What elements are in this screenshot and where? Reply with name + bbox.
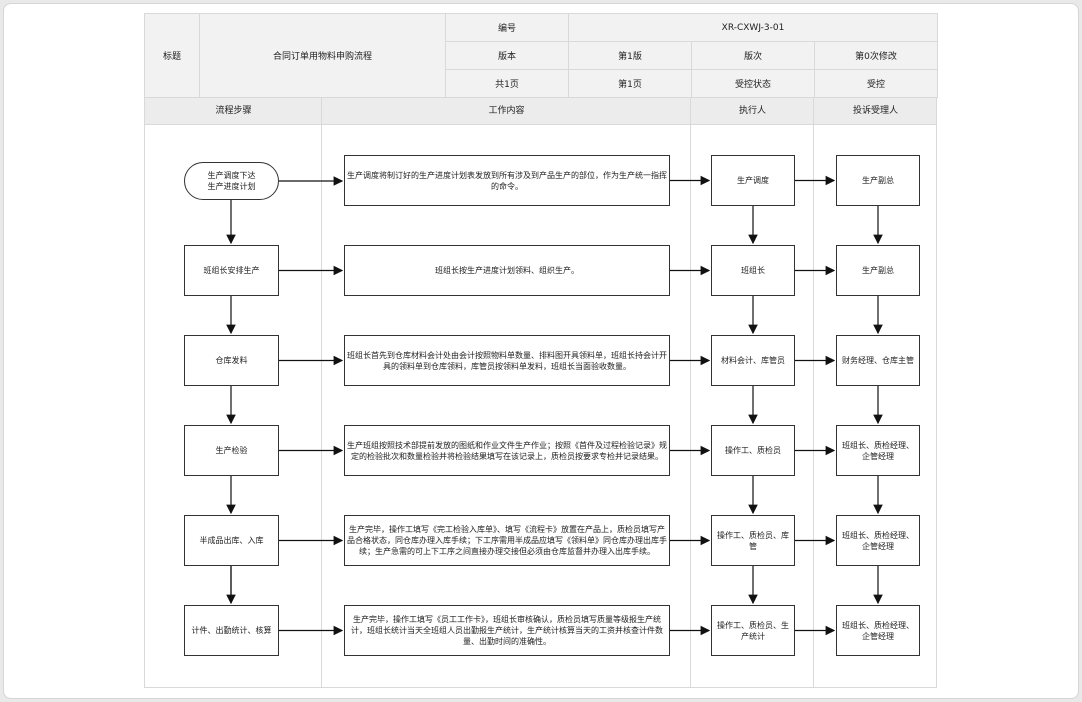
title-label: 标题 [144,13,200,98]
step-box: 半成品出库、入库 [184,515,279,566]
complaint-box: 班组长、质检经理、企管经理 [836,515,920,566]
content-box: 生产完毕，操作工填写《完工检验入库单》、填写《流程卡》放置在产品上，质检员填写产… [344,515,670,566]
complaint-box: 财务经理、仓库主管 [836,335,920,386]
content-box: 班组长按生产进度计划领料、组织生产。 [344,245,670,296]
executor-box: 操作工、质检员 [711,425,795,476]
complaint-box: 生产副总 [836,245,920,296]
executor-box-label: 操作工、质检员、生产统计 [717,620,789,641]
content-box: 生产调度将制订好的生产进度计划表发放到所有涉及到产品生产的部位，作为生产统一指挥… [344,155,670,206]
executor-box-label: 操作工、质检员、库管 [717,530,789,551]
total-pages: 共1页 [445,69,569,98]
content-box-label: 生产完毕，操作工填写《完工检验入库单》、填写《流程卡》放置在产品上，质检员填写产… [347,525,667,556]
step-box: 计件、出勤统计、核算 [184,605,279,656]
column-divider [813,97,814,688]
step-box: 班组长安排生产 [184,245,279,296]
step-box-label: 生产检验 [215,446,248,455]
step-box-label: 班组长安排生产 [203,266,260,275]
complaint-box-label: 财务经理、仓库主管 [842,356,914,365]
content-box-label: 班组长首先到仓库材料会计处由会计按照物料单数量、排料图开具领料单，班组长持会计开… [347,350,667,371]
executor-box: 操作工、质检员、库管 [711,515,795,566]
column-divider [690,97,691,688]
header-table: 标题 合同订单用物料申购流程 编号 XR-CXWJ-3-01 版本 第1版 版次… [144,13,939,98]
step-box: 仓库发料 [184,335,279,386]
step-box: 生产调度下达 生产进度计划 [184,162,279,200]
content-box-label: 生产调度将制订好的生产进度计划表发放到所有涉及到产品生产的部位，作为生产统一指挥… [347,170,667,191]
revision-value: 第0次修改 [813,41,939,70]
executor-box: 生产调度 [711,155,795,206]
complaint-box: 班组长、质检经理、企管经理 [836,425,920,476]
column-divider [321,97,322,688]
number-value: XR-CXWJ-3-01 [567,13,939,42]
executor-box-label: 生产调度 [737,176,769,185]
complaint-box: 班组长、质检经理、企管经理 [836,605,920,656]
version-label: 版本 [445,41,569,70]
executor-box-label: 操作工、质检员 [725,446,781,455]
version-value: 第1版 [568,41,692,70]
complaint-box-label: 生产副总 [862,176,894,185]
number-label: 编号 [445,13,569,42]
content-box: 生产班组按照技术部提前发放的图纸和作业文件生产作业；按照《首件及过程检验记录》规… [344,425,670,476]
column-content: 工作内容 [488,106,525,116]
content-box-label: 班组长按生产进度计划领料、组织生产。 [435,266,579,275]
step-box-label: 仓库发料 [215,356,248,365]
control-value: 受控 [813,69,939,98]
executor-box: 材料会计、库管员 [711,335,795,386]
content-box-label: 生产完毕，操作工填写《员工工作卡》，班组长审核确认，质检员填写质量等级报生产统计… [351,615,663,646]
content-box: 班组长首先到仓库材料会计处由会计按照物料单数量、排料图开具领料单，班组长持会计开… [344,335,670,386]
executor-box-label: 班组长 [741,266,765,275]
column-executor: 执行人 [738,106,766,116]
complaint-box-label: 班组长、质检经理、企管经理 [842,620,914,641]
step-box-label: 生产调度下达 生产进度计划 [207,171,256,191]
complaint-box-label: 班组长、质检经理、企管经理 [842,530,914,551]
revision-label: 版次 [691,41,815,70]
content-box-label: 生产班组按照技术部提前发放的图纸和作业文件生产作业；按照《首件及过程检验记录》规… [347,440,667,461]
executor-box: 操作工、质检员、生产统计 [711,605,795,656]
page-number: 第1页 [568,69,692,98]
step-box: 生产检验 [184,425,279,476]
complaint-box: 生产副总 [836,155,920,206]
control-label: 受控状态 [691,69,815,98]
column-complaint: 投诉受理人 [852,106,898,116]
content-box: 生产完毕，操作工填写《员工工作卡》，班组长审核确认，质检员填写质量等级报生产统计… [344,605,670,656]
executor-box: 班组长 [711,245,795,296]
flow-area [144,125,937,688]
document-title: 合同订单用物料申购流程 [199,13,446,98]
column-steps: 流程步骤 [215,106,252,116]
step-box-label: 计件、出勤统计、核算 [191,626,272,635]
column-header-row: 流程步骤 工作内容 执行人 投诉受理人 [144,97,937,125]
process-document: 标题 合同订单用物料申购流程 编号 XR-CXWJ-3-01 版本 第1版 版次… [144,13,939,688]
executor-box-label: 材料会计、库管员 [721,356,785,365]
complaint-box-label: 班组长、质检经理、企管经理 [842,440,914,461]
step-box-label: 半成品出库、入库 [199,536,264,545]
complaint-box-label: 生产副总 [862,266,894,275]
